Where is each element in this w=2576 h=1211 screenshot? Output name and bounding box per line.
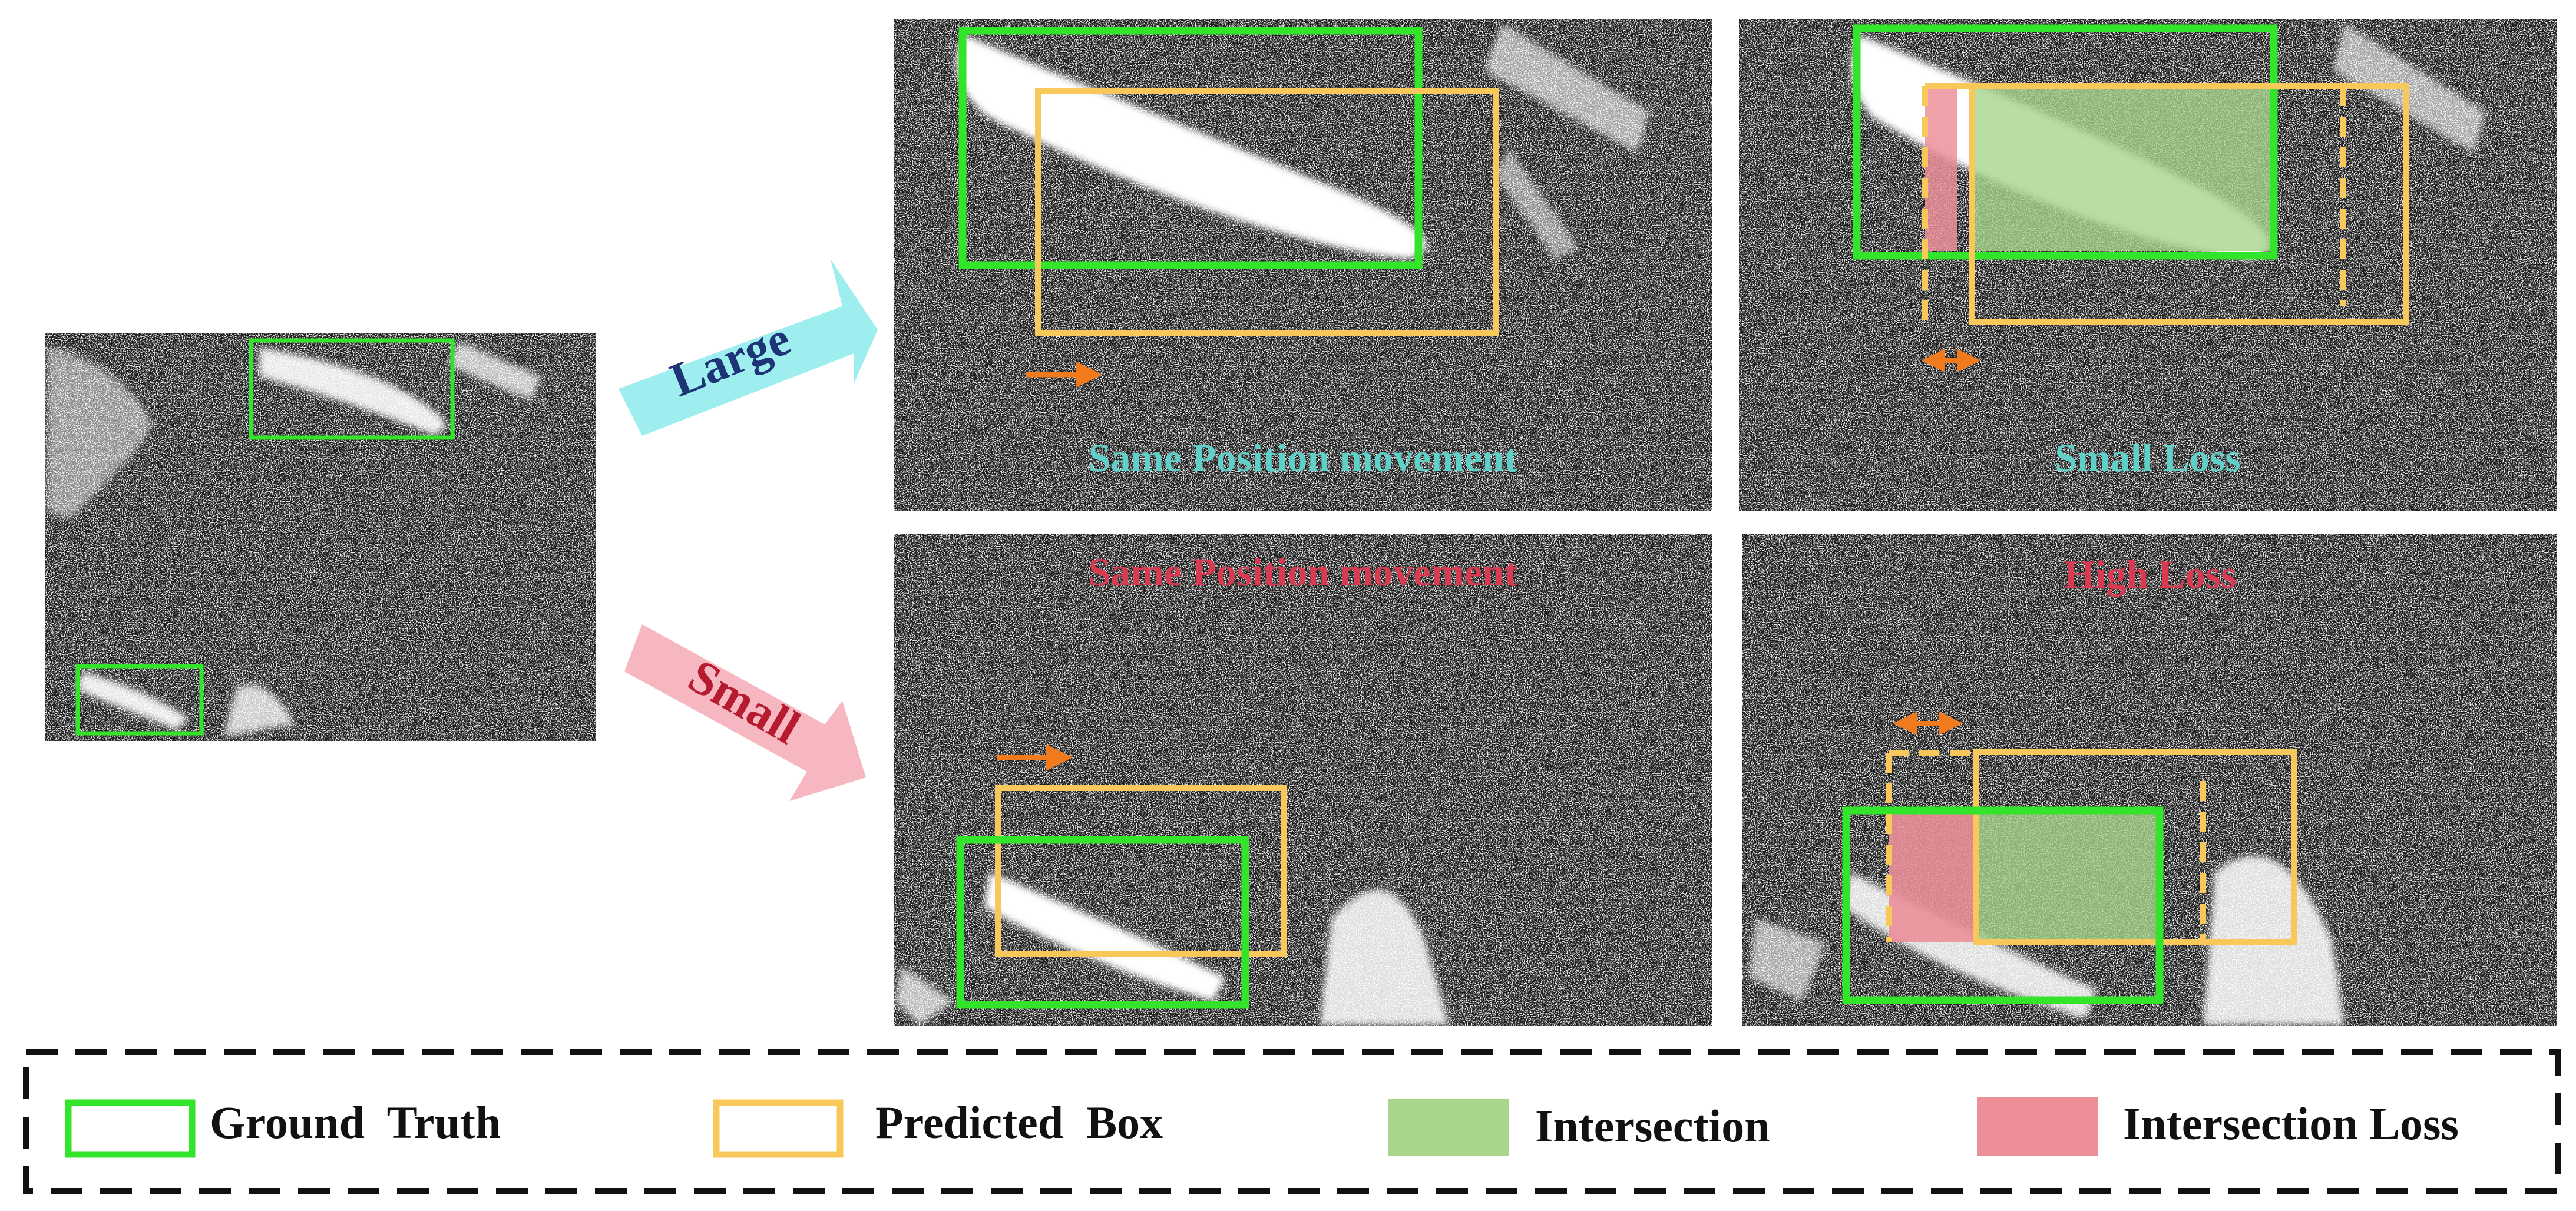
panel1-predicted-box (1035, 88, 1499, 336)
panel-small-loss: High Loss (1742, 534, 2557, 1026)
predicted-box-label: Predicted Box (875, 1097, 1163, 1148)
panel4-ground-truth-box (1842, 806, 2164, 1004)
sar-bright-structures (47, 342, 542, 736)
panel4-intersection (1976, 810, 2160, 942)
ground-truth-label: Ground Truth (210, 1097, 501, 1148)
intersection-loss-label: Intersection Loss (2123, 1098, 2459, 1149)
legend-item-predicted-box: Predicted Box (713, 1097, 1163, 1158)
legend-item-ground-truth: Ground Truth (65, 1097, 501, 1158)
intersection-swatch (1388, 1099, 1509, 1156)
panel2-ground-truth-box (1853, 24, 2278, 260)
panel4-intersection-loss (1889, 810, 1975, 942)
intersection-label: Intersection (1535, 1100, 1770, 1152)
legend: Ground Truth Predicted Box Intersection … (23, 1049, 2561, 1194)
panel4-predicted-box (1973, 749, 2297, 945)
panel1-caption: Same Position movement (1088, 435, 1517, 480)
legend-item-intersection-loss: Intersection Loss (1977, 1097, 2459, 1156)
large-branch-arrow: Large (619, 259, 878, 436)
source-large-ship-box (249, 338, 455, 440)
ground-truth-swatch (65, 1099, 196, 1158)
panel2-caption: Small Loss (2055, 435, 2241, 480)
panel3-predicted-box (995, 785, 1287, 957)
panel3-ship (895, 872, 1449, 1025)
panel3-caption: Same Position movement (1088, 550, 1517, 594)
panel-large-shift: Same Position movement (894, 19, 1712, 511)
panel3-background (894, 534, 1712, 1026)
panel-large-loss: Small Loss (1739, 19, 2557, 511)
legend-item-intersection: Intersection (1388, 1099, 1770, 1156)
intersection-loss-swatch (1977, 1097, 2098, 1156)
panel4-caption: High Loss (2064, 552, 2237, 597)
panel2-intersection-loss (1925, 86, 1957, 251)
large-arrow-shape (619, 259, 878, 436)
panel2-intersection (1970, 86, 2274, 251)
panel3-ground-truth-box (956, 836, 1249, 1009)
legend-border (23, 1049, 2561, 1194)
panel4-background (1742, 534, 2557, 1026)
source-small-ship-box (75, 664, 204, 736)
small-arrow-shape (624, 624, 866, 801)
small-label: Small (680, 649, 809, 755)
panel-small-shift: Same Position movement (894, 534, 1712, 1026)
panel1-ground-truth-box (958, 27, 1423, 269)
panel2-predicted-box (1969, 83, 2409, 325)
predicted-box-swatch (713, 1099, 844, 1158)
small-branch-arrow: Small (624, 624, 866, 801)
source-sar-image (45, 333, 596, 741)
